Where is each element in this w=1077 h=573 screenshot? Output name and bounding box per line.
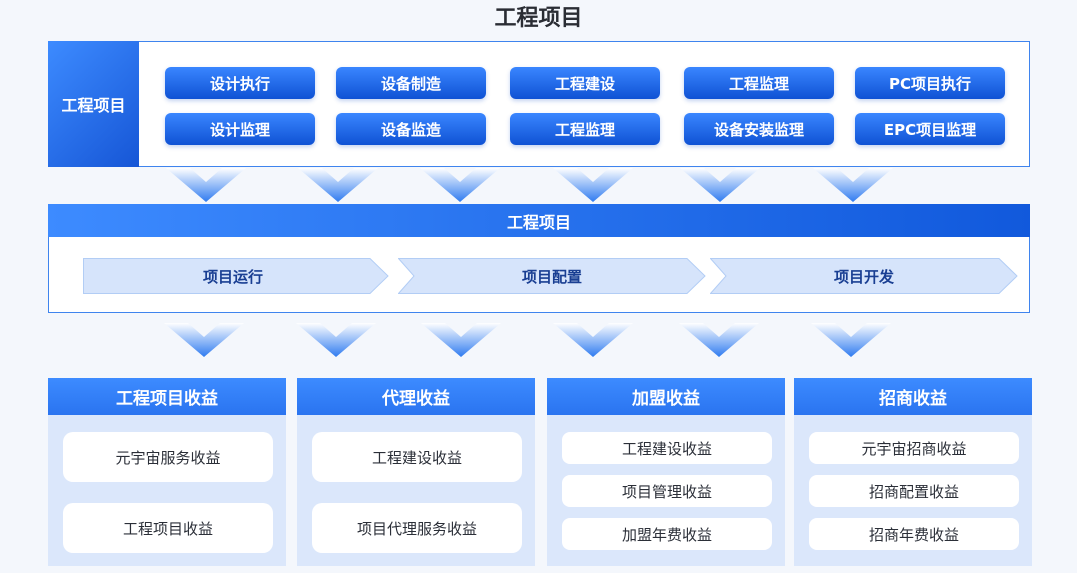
revenue-column-header: 招商收益 (794, 378, 1032, 415)
service-item-design-supervision[interactable]: 设计监理 (165, 113, 315, 145)
revenue-card[interactable]: 元宇宙服务收益 (63, 432, 273, 482)
flow-arrow-icon (166, 168, 246, 202)
flow-arrow-icon (296, 323, 376, 357)
flow-arrow-icon (420, 168, 500, 202)
revenue-card[interactable]: 工程项目收益 (63, 503, 273, 553)
revenue-column-header: 工程项目收益 (48, 378, 286, 415)
service-item-engineering-supervision[interactable]: 工程监理 (684, 67, 834, 99)
flow-arrow-icon (164, 323, 244, 357)
revenue-card[interactable]: 工程建设收益 (312, 432, 522, 482)
process-step-run-label: 项目运行 (202, 267, 263, 286)
flow-arrow-icon (680, 168, 760, 202)
revenue-column-header: 加盟收益 (547, 378, 785, 415)
service-item-pc-execution[interactable]: PC项目执行 (855, 67, 1005, 99)
revenue-column-engineering: 工程项目收益 元宇宙服务收益 工程项目收益 (48, 378, 286, 566)
page-title: 工程项目 (494, 6, 583, 31)
project-process-panel: 工程项目 项目运行 项目配置 项目开发 (48, 204, 1030, 313)
process-step-config-label: 项目配置 (521, 267, 582, 286)
flow-arrow-icon (813, 168, 893, 202)
process-step-develop-label: 项目开发 (833, 267, 894, 286)
revenue-card[interactable]: 加盟年费收益 (562, 518, 772, 550)
flow-arrow-icon (679, 323, 759, 357)
engineering-services-panel: 工程项目 设计执行 设备制造 工程建设 工程监理 PC项目执行 设计监理 设备监… (48, 41, 1030, 167)
revenue-column-investment: 招商收益 元宇宙招商收益 招商配置收益 招商年费收益 (794, 378, 1032, 566)
flow-arrow-icon (298, 168, 378, 202)
revenue-card[interactable]: 招商年费收益 (809, 518, 1019, 550)
flow-arrow-icon (811, 323, 891, 357)
revenue-column-franchise: 加盟收益 工程建设收益 项目管理收益 加盟年费收益 (547, 378, 785, 566)
services-panel-label: 工程项目 (48, 41, 139, 167)
service-item-equipment-supervision[interactable]: 设备监造 (336, 113, 486, 145)
service-item-epc-supervision[interactable]: EPC项目监理 (855, 113, 1005, 145)
flow-arrow-icon (553, 168, 633, 202)
process-panel-header: 工程项目 (48, 204, 1030, 237)
revenue-card[interactable]: 元宇宙招商收益 (809, 432, 1019, 464)
flow-arrow-icon (553, 323, 633, 357)
service-item-engineering-construction[interactable]: 工程建设 (510, 67, 660, 99)
service-item-equipment-manufacturing[interactable]: 设备制造 (336, 67, 486, 99)
process-step-develop[interactable]: 项目开发 (710, 258, 1018, 294)
service-item-equipment-installation-supervision[interactable]: 设备安装监理 (684, 113, 834, 145)
service-item-engineering-supervision-2[interactable]: 工程监理 (510, 113, 660, 145)
revenue-card[interactable]: 项目代理服务收益 (312, 503, 522, 553)
flow-arrow-icon (421, 323, 501, 357)
process-step-run[interactable]: 项目运行 (83, 258, 389, 294)
service-item-design-execution[interactable]: 设计执行 (165, 67, 315, 99)
revenue-card[interactable]: 项目管理收益 (562, 475, 772, 507)
process-step-config[interactable]: 项目配置 (398, 258, 706, 294)
revenue-card[interactable]: 工程建设收益 (562, 432, 772, 464)
revenue-column-header: 代理收益 (297, 378, 535, 415)
revenue-card[interactable]: 招商配置收益 (809, 475, 1019, 507)
revenue-column-agency: 代理收益 工程建设收益 项目代理服务收益 (297, 378, 535, 566)
